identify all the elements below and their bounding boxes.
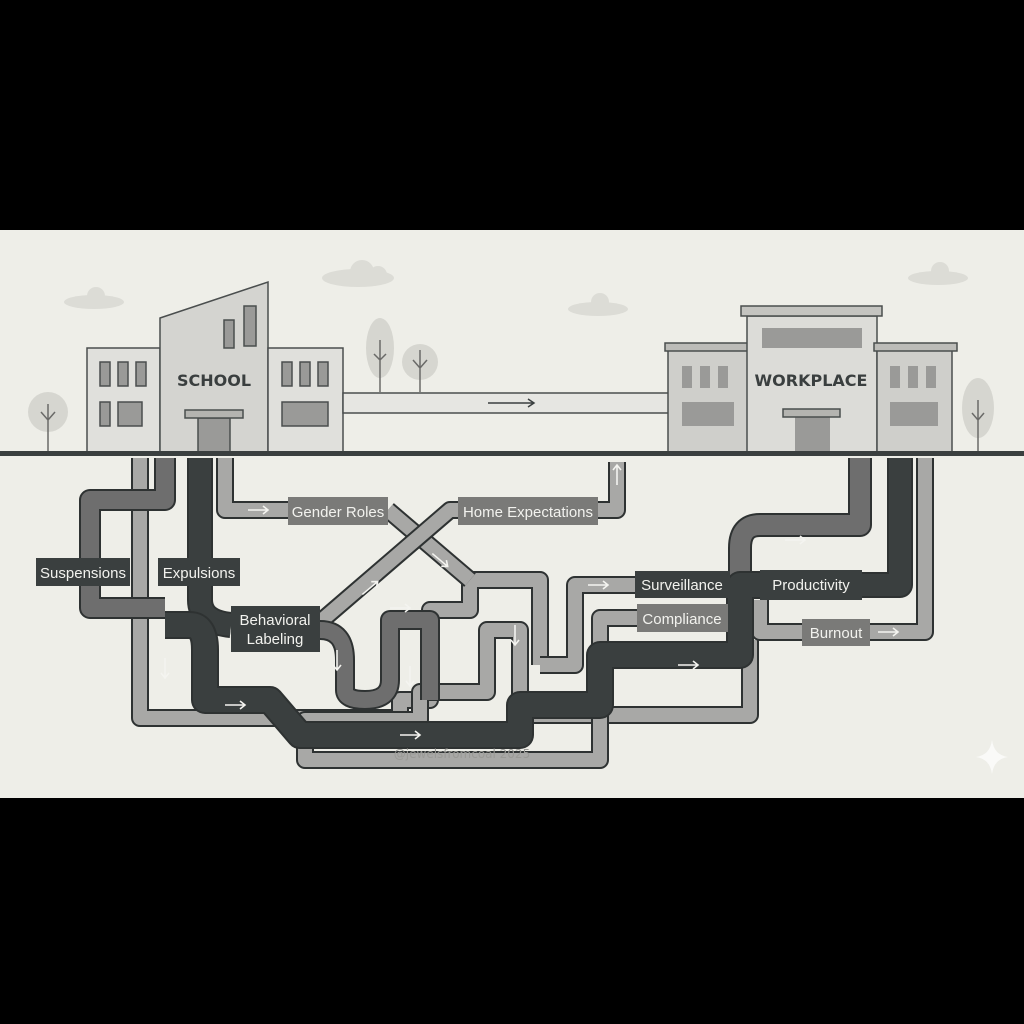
label-text: Behavioral <box>240 612 311 629</box>
workplace-label: WORKPLACE <box>755 371 868 390</box>
label-text: Burnout <box>810 625 863 642</box>
arrow-icon <box>431 552 449 568</box>
arrow-right-icon <box>488 398 536 408</box>
label-gender-roles: Gender Roles <box>288 497 388 525</box>
tree-icon <box>962 378 994 452</box>
label-text: Compliance <box>642 611 721 628</box>
clouds <box>64 260 968 316</box>
connector-pipe <box>342 392 671 414</box>
school-building <box>86 280 344 454</box>
label-productivity: Productivity <box>760 570 862 600</box>
label-suspensions: Suspensions <box>36 558 130 586</box>
sparkle-icon <box>976 740 1008 774</box>
tree-icon <box>402 344 438 392</box>
arrow-icon <box>248 505 270 515</box>
label-text: Home Expectations <box>463 504 593 521</box>
pipe <box>862 458 911 596</box>
label-text: Surveillance <box>641 577 723 594</box>
arrow-icon <box>400 730 422 740</box>
pipe <box>753 600 802 639</box>
pipe <box>728 458 870 628</box>
watermark: @jewelsfromcoal 2025 <box>394 747 530 761</box>
workplace-building <box>664 305 958 454</box>
pipes <box>79 458 934 769</box>
pipe <box>315 503 458 628</box>
label-text: Expulsions <box>163 565 236 582</box>
label-text: Labeling <box>247 631 304 648</box>
arrow-icon <box>160 658 170 680</box>
pipe <box>81 458 174 617</box>
tree-icon <box>366 318 394 392</box>
cloud-icon <box>322 260 394 287</box>
pipe <box>165 573 760 747</box>
label-text: Productivity <box>772 577 850 594</box>
arrow-icon <box>678 660 700 670</box>
cloud-icon <box>64 287 124 309</box>
arrow-icon <box>588 580 610 590</box>
arrow-icon <box>390 603 412 613</box>
label-text: Suspensions <box>40 565 126 582</box>
school-label: SCHOOL <box>177 371 251 390</box>
label-home-expectations: Home Expectations <box>458 497 598 525</box>
label-burnout: Burnout <box>802 619 870 646</box>
label-expulsions: Expulsions <box>158 558 240 586</box>
arrow-icon <box>785 535 807 545</box>
label-compliance: Compliance <box>637 604 728 632</box>
trees <box>28 318 994 452</box>
arrow-icon <box>225 700 247 710</box>
arrow-icon <box>332 650 342 672</box>
label-text: Gender Roles <box>292 504 385 521</box>
cloud-icon <box>908 262 968 285</box>
pipe <box>383 504 475 586</box>
label-surveillance: Surveillance <box>635 571 730 598</box>
tree-icon <box>28 392 68 452</box>
pipe <box>189 458 233 636</box>
arrow-icon <box>510 625 520 647</box>
arrow-icon <box>361 580 379 596</box>
pipe <box>298 623 757 760</box>
arrow-icon <box>612 463 622 485</box>
pipe <box>319 612 438 708</box>
ground-line <box>0 451 1024 456</box>
cloud-icon <box>568 293 628 316</box>
flow-arrows <box>160 463 900 740</box>
arrow-icon <box>405 666 415 688</box>
arrow-icon <box>878 627 900 637</box>
